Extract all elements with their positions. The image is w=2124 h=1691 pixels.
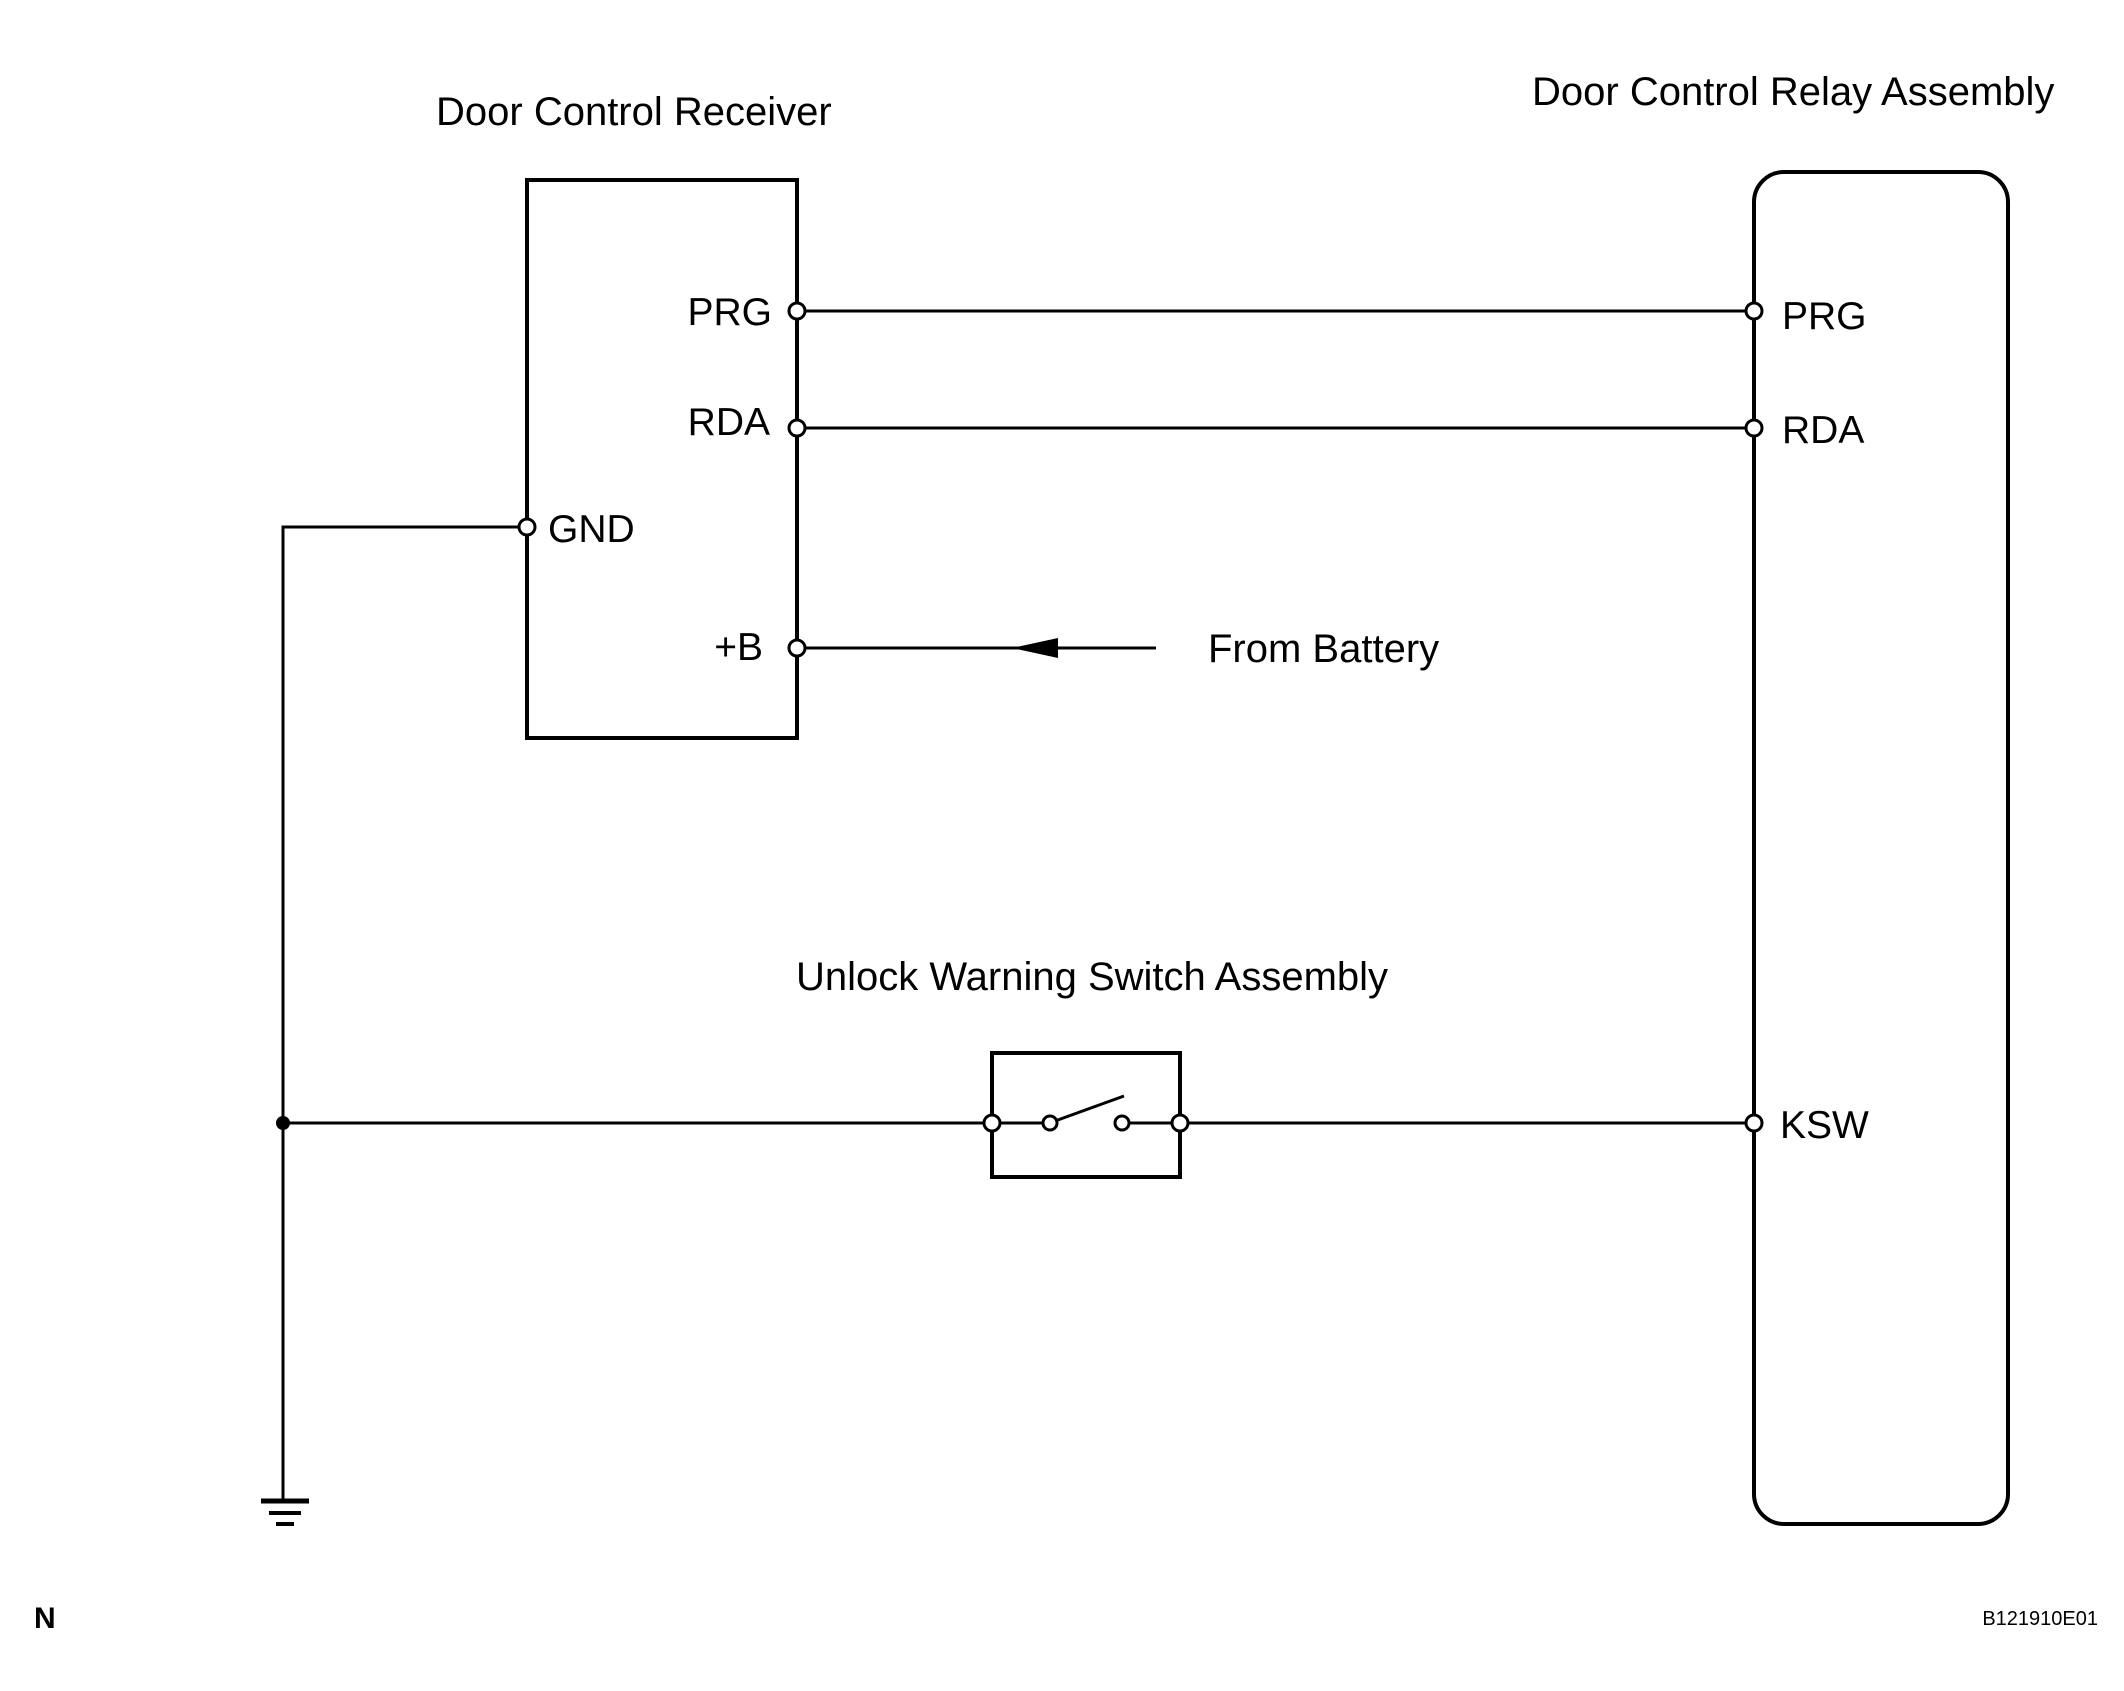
receiver-title: Door Control Receiver (436, 90, 832, 134)
receiver-prg-terminal (787, 301, 807, 321)
junction-dot (276, 1116, 290, 1130)
receiver-b-terminal (787, 638, 807, 658)
relay-rda-terminal (1744, 418, 1764, 438)
relay-prg-terminal (1744, 301, 1764, 321)
switch-contact-icon (1054, 1094, 1125, 1123)
relay-ksw-label: KSW (1780, 1104, 1869, 1147)
switch-terminal-right (1170, 1113, 1190, 1133)
receiver-b-label: +B (714, 626, 763, 669)
switch-title: Unlock Warning Switch Assembly (796, 955, 1388, 999)
receiver-gnd-terminal (517, 517, 537, 537)
battery-arrow (1012, 638, 1058, 658)
receiver-rda-terminal (787, 418, 807, 438)
receiver-prg-label: PRG (687, 291, 772, 334)
receiver-rda-label: RDA (688, 401, 770, 444)
switch-contact-left (1041, 1114, 1059, 1132)
relay-ksw-terminal (1744, 1113, 1764, 1133)
corner-mark: N (34, 1602, 56, 1635)
relay-rda-label: RDA (1782, 409, 1864, 452)
figure-code: B121910E01 (1982, 1608, 2098, 1630)
battery-label: From Battery (1208, 627, 1439, 671)
switch-terminal-left (982, 1113, 1002, 1133)
relay-title: Door Control Relay Assembly (1532, 70, 2054, 114)
relay-prg-label: PRG (1782, 295, 1867, 338)
switch-box (990, 1051, 1182, 1179)
ground-icon (261, 1498, 309, 1526)
relay-box (1752, 170, 2010, 1526)
switch-contact-right (1113, 1114, 1131, 1132)
receiver-box (525, 178, 799, 740)
receiver-gnd-label: GND (548, 508, 635, 551)
gnd-wire (281, 525, 527, 1500)
